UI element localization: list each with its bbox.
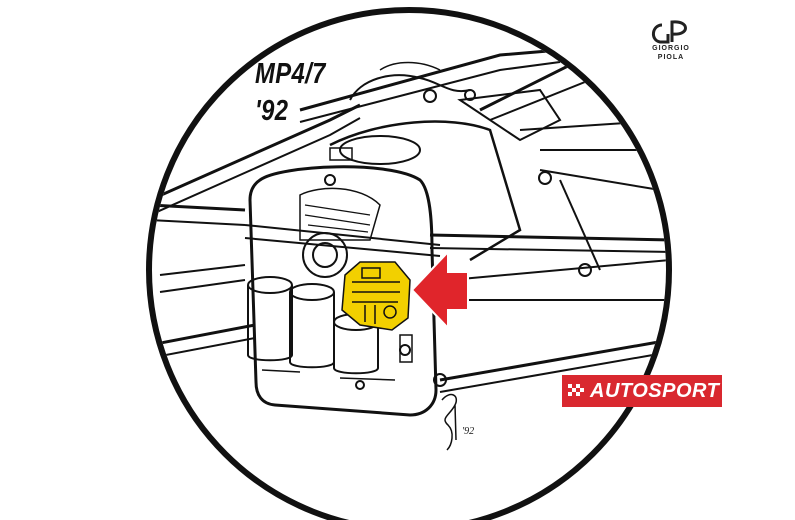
frame-circle <box>146 7 672 520</box>
credit-last-name: PIOLA <box>657 54 685 61</box>
credit-first-name: GIORGIO <box>652 45 690 52</box>
gp-monogram-icon <box>652 20 687 44</box>
title-model: MP4/7 <box>255 58 326 90</box>
arrow-left-icon <box>410 249 469 331</box>
chassis-linework <box>152 38 666 417</box>
signature-year: '92 <box>462 426 474 437</box>
title-year: '92 <box>255 95 289 127</box>
signature-mark <box>441 393 457 451</box>
highlighted-component <box>341 261 411 331</box>
checkered-flag-icon <box>568 384 584 396</box>
autosport-badge: AUTOSPORT <box>562 375 722 407</box>
autosport-label: AUTOSPORT <box>590 379 720 402</box>
